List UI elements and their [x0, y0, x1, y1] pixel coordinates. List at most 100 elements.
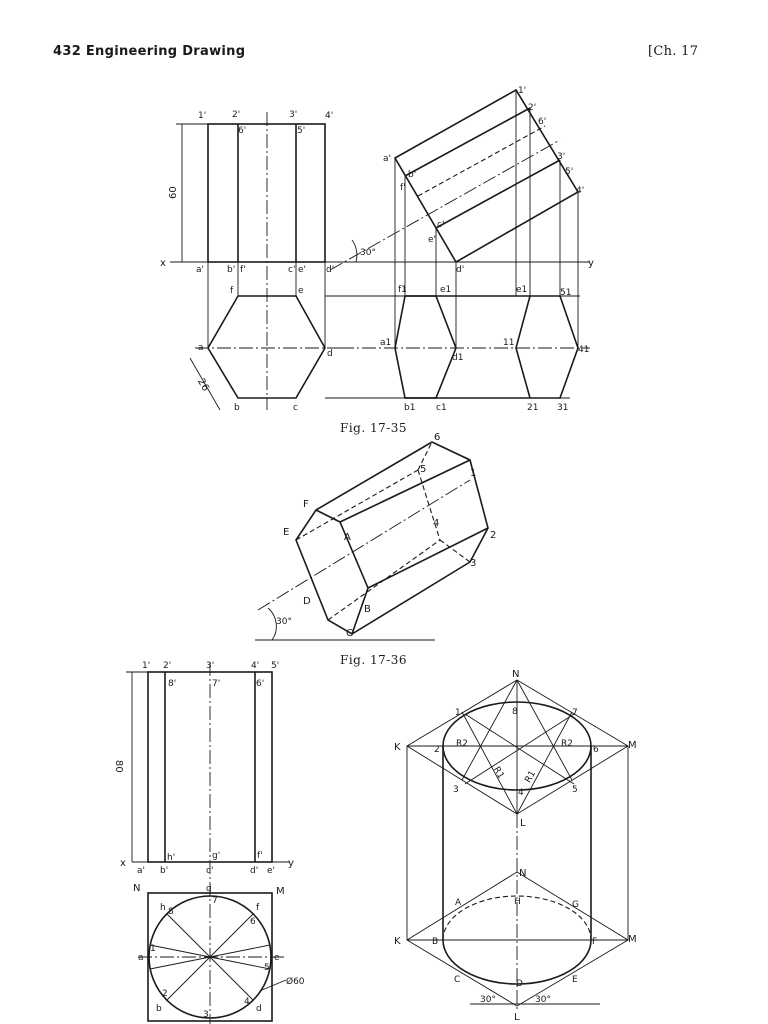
label-11: 11	[503, 338, 514, 348]
label-3p: 3'	[289, 110, 297, 120]
label-iso-G: G	[572, 900, 579, 910]
label-f1p: 1'	[142, 661, 150, 671]
angle-30-36: 30°	[276, 617, 292, 627]
label-re: e'	[428, 235, 436, 245]
label-f4p: 4'	[251, 661, 259, 671]
caption-fig-17-36: Fig. 17-36	[340, 653, 407, 667]
label-iso-3: 3	[453, 785, 459, 795]
label-rc: c'	[437, 220, 444, 230]
front-view-upright: 60 1' 2' 3' 4' 6' 5' a' b' f' c' e' d'	[168, 110, 334, 410]
label-f8p: 8'	[168, 679, 176, 689]
label-c: c	[293, 403, 298, 413]
label-B: B	[364, 604, 371, 615]
label-51: 51	[560, 288, 571, 298]
angle-30: 30°	[360, 248, 376, 258]
label-1: 1	[470, 468, 476, 479]
label-31: 31	[557, 403, 568, 413]
label-R2b: R2	[561, 739, 573, 749]
top-view-tilted: f1 e1 e1 51 a1 d1 11 41 b1 c1 21 31	[380, 285, 589, 413]
dim-height-60: 60	[168, 186, 179, 199]
label-iso-L: L	[520, 818, 526, 829]
label-A: A	[344, 532, 351, 543]
label-t1: 1	[150, 944, 156, 954]
label-f7p: 7'	[212, 679, 220, 689]
label-c1: c1	[436, 403, 447, 413]
label-t7: 7	[212, 896, 218, 906]
label-iso-A: A	[455, 898, 462, 908]
label-f: f	[230, 286, 234, 296]
label-t3: 3	[203, 1010, 209, 1020]
label-iso-B: B	[432, 937, 438, 947]
label-iso-4: 4	[518, 788, 524, 798]
label-fap: a'	[137, 866, 145, 876]
label-iso-N: N	[512, 669, 519, 680]
label-iso-K2: K	[394, 936, 401, 947]
label-cp: c'	[288, 265, 295, 275]
label-iso-M: M	[628, 740, 637, 751]
label-e1: e1	[440, 285, 451, 295]
label-M: M	[276, 886, 285, 897]
label-r3: 3'	[557, 152, 565, 162]
label-2p: 2'	[232, 110, 240, 120]
label-t2: 2	[162, 989, 168, 999]
label-f3p: 3'	[206, 661, 214, 671]
label-iso-5: 5	[572, 785, 578, 795]
label-41: 41	[578, 345, 589, 355]
label-t5: 5	[264, 963, 270, 973]
label-rf: f'	[400, 183, 406, 193]
label-b: b	[234, 403, 240, 413]
label-iso-H: H	[514, 897, 521, 907]
label-bp: b'	[227, 265, 235, 275]
label-C: C	[346, 628, 353, 639]
label-ra: a'	[383, 154, 391, 164]
label-6p: 6'	[238, 126, 246, 136]
label-fbp: b'	[160, 866, 168, 876]
label-iso-C: C	[454, 975, 460, 985]
x-label-2: x	[120, 858, 126, 869]
dim-height-80: 80	[113, 760, 124, 773]
label-iso-N2: N	[519, 868, 526, 879]
label-F: F	[303, 499, 309, 510]
running-header-title: 432 Engineering Drawing	[53, 44, 246, 59]
fig-17-36: 30° F E A D B C 6 5 1 4 2 3 Fig. 17-36	[255, 432, 496, 667]
label-fcp: c'	[206, 866, 213, 876]
label-N: N	[133, 883, 140, 894]
label-2: 2	[490, 530, 496, 541]
fig-cylinder-orthographic: x y 80 1' 2' 3' 4' 5' 8' 7' 6' a' h' g' …	[113, 661, 305, 1024]
fig-cylinder-isometric: N K M L 1 2 3 4 5 6 7 8 R2 R2 R1 R1 N K …	[394, 669, 637, 1023]
running-header-chapter: [Ch. 17	[648, 44, 699, 59]
label-rd: d'	[456, 265, 464, 275]
label-iso-K: K	[394, 742, 401, 753]
label-r5: 5'	[565, 167, 573, 177]
label-iso-7: 7	[572, 708, 578, 718]
label-21: 21	[527, 403, 538, 413]
label-th: h	[160, 903, 166, 913]
label-t8: 8	[168, 907, 174, 917]
label-rb: b'	[408, 170, 416, 180]
label-4p: 4'	[325, 111, 333, 121]
label-a1: a1	[380, 338, 391, 348]
label-e1b: e1	[516, 285, 527, 295]
label-tb: b	[156, 1004, 162, 1014]
label-iso-E: E	[572, 975, 578, 985]
label-te: e	[274, 953, 280, 963]
label-d: d	[327, 349, 333, 359]
dim-dia-60: Ø60	[286, 976, 305, 987]
label-iso-M2: M	[628, 934, 637, 945]
y-label-2: y	[288, 858, 294, 869]
label-iso-F: F	[592, 937, 597, 947]
label-ffp: f'	[257, 851, 263, 861]
label-a: a	[198, 343, 204, 353]
top-view-hexagon: 26 f e a d b c	[189, 262, 340, 413]
label-5p: 5'	[297, 126, 305, 136]
front-view-tilted: 1' 2' 6' 3' 5' 4' a' b' f' c' e' d'	[383, 86, 584, 348]
label-ta: a	[138, 953, 144, 963]
label-3: 3	[470, 558, 476, 569]
label-D: D	[303, 596, 311, 607]
label-1p: 1'	[198, 111, 206, 121]
label-iso-L2: L	[514, 1012, 520, 1023]
label-tf: f	[256, 903, 260, 913]
label-R1a: R1	[491, 765, 506, 780]
label-fp: f'	[240, 265, 246, 275]
label-iso-1: 1	[455, 708, 461, 718]
